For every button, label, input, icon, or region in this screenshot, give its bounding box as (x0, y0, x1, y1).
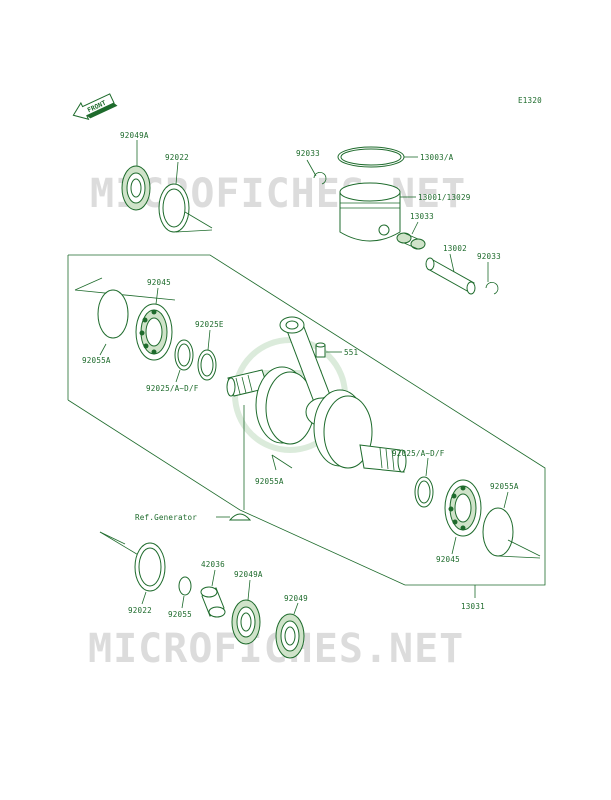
label-92045-right: 92045 (436, 555, 460, 564)
bolt-551 (315, 342, 326, 358)
front-arrow-icon: FRONT (72, 93, 118, 120)
ball-bearing-92045-right (444, 479, 482, 537)
ring-92022-bottom (134, 542, 166, 592)
shim-92025-right (414, 476, 434, 508)
oil-seal-92049-bottom (275, 613, 305, 659)
diagram-code: E1320 (518, 96, 542, 105)
oil-seal-92049a-top (121, 165, 151, 211)
watermark-top: MICROFICHES.NET (90, 171, 466, 217)
o-ring-92055a-mid (271, 454, 293, 471)
label-92033-right: 92033 (477, 252, 501, 261)
o-ring-92055a-left (97, 289, 129, 339)
label-92045-left: 92045 (147, 278, 171, 287)
label-92055a-mid: 92055A (255, 477, 284, 486)
woodruff-key (228, 513, 252, 521)
label-92022-bottom: 92022 (128, 606, 152, 615)
label-ref-generator: Ref.Generator (135, 513, 197, 522)
ball-bearing-92045-left (135, 303, 173, 361)
label-13002: 13002 (443, 244, 467, 253)
label-42036: 42036 (201, 560, 225, 569)
o-ring-92055-bottom (178, 576, 192, 596)
label-13031: 13031 (461, 602, 485, 611)
piston-13001 (339, 182, 401, 242)
piston-pin-13002 (425, 257, 476, 295)
label-92055a-right: 92055A (490, 482, 519, 491)
label-13001: 13001/13029 (418, 193, 471, 202)
piston-ring-13003a (337, 146, 405, 168)
label-92055-bottom: 92055 (168, 610, 192, 619)
crankshaft-assembly-outline (67, 254, 546, 586)
o-ring-92055a-right (482, 507, 514, 557)
shim-92025-left (174, 339, 194, 371)
collar-42036 (200, 586, 226, 618)
label-13003a: 13003/A (420, 153, 454, 162)
label-92055a-left: 92055A (82, 356, 111, 365)
label-92025e: 92025E (195, 320, 224, 329)
label-92049a-top: 92049A (120, 131, 149, 140)
oil-seal-92049a-bottom (231, 599, 261, 645)
label-92025-left: 92025/A~D/F (146, 384, 199, 393)
label-92022-top: 92022 (165, 153, 189, 162)
circlip-92033-top (313, 172, 327, 185)
label-92025-right: 92025/A~D/F (392, 449, 445, 458)
label-92033-top: 92033 (296, 149, 320, 158)
label-13033: 13033 (410, 212, 434, 221)
needle-bearing-13033 (396, 232, 426, 250)
ring-92022-top (158, 183, 190, 233)
label-92049a-bottom: 92049A (234, 570, 263, 579)
label-92049-bottom: 92049 (284, 594, 308, 603)
circlip-92033-right (485, 282, 499, 295)
shim-92025e (197, 349, 217, 381)
crankshaft (226, 316, 407, 473)
label-551: 551 (344, 348, 359, 357)
